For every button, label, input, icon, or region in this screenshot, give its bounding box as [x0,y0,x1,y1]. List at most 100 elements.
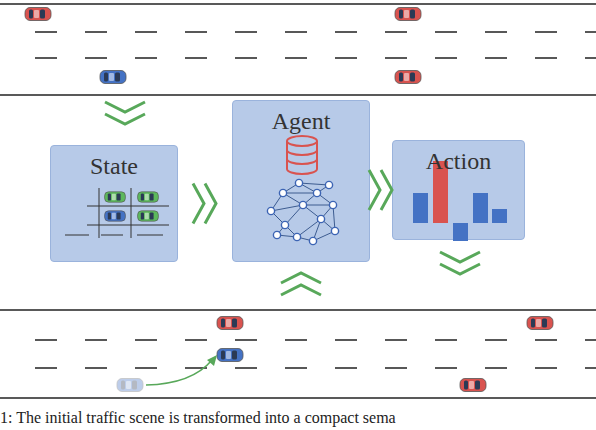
car-rear-window [141,212,144,219]
car-windshield [117,193,121,200]
car-rear-window [141,193,144,200]
lane-change-path [146,360,212,385]
car-windshield [410,10,415,19]
car-roof [536,319,541,327]
car-body [100,71,126,84]
network-link [271,205,303,211]
car-body [395,71,421,84]
flow-connector [369,170,392,210]
car-roof [112,194,116,200]
road-edge [0,309,596,311]
database-rings [287,150,317,164]
car-rear-window [108,212,111,219]
car-body [217,317,243,330]
car-windshield [117,212,121,219]
car-icon [395,8,421,21]
car-rear-window [399,73,403,82]
chevron-stroke [105,114,145,124]
car-rear-window [464,381,468,390]
road-edge [0,3,596,5]
grid-line [131,188,132,238]
car-windshield [150,212,154,219]
box-title: Action [393,147,524,175]
road-edge [0,397,596,399]
lane-marking [35,339,596,341]
database-icon [287,136,317,174]
car-roof [404,10,409,18]
process-box: Agent [232,100,370,262]
car-windshield [410,73,415,82]
network-neuron [293,233,300,240]
car-icon [460,379,486,392]
car-roof [469,381,474,389]
car-windshield [232,351,237,360]
network-neuron [279,189,286,196]
lane-marking [35,367,596,369]
network-neuron [295,179,302,186]
network-neuron [267,207,274,214]
car-roof [145,194,149,200]
chevron-stroke [440,252,480,262]
car-windshield [115,73,120,82]
grid-line [137,235,163,236]
car-body [138,192,159,202]
car-body [395,8,421,21]
car-roof [109,73,114,81]
car-rear-window [108,193,111,200]
flow-chevron [105,102,145,124]
road-edge [0,94,596,96]
chevron-stroke [369,170,380,210]
car-body [117,379,143,392]
car-body [460,379,486,392]
lane-marking [35,57,596,59]
car-windshield [475,381,480,390]
car-rear-window [531,319,535,328]
flow-chevron [281,273,321,295]
grid-line [101,235,123,236]
car-windshield [542,319,547,328]
chevron-stroke [281,285,321,295]
process-box: Action [392,140,525,240]
action-bar [492,209,507,223]
car-icon [217,349,243,362]
flow-chevron [440,252,480,274]
network-neuron [299,201,306,208]
car-body [527,317,553,330]
figure-caption: 1: The initial traffic scene is transfor… [0,408,396,428]
chevron-stroke [193,184,204,224]
car-roof [404,73,409,81]
car-roof [226,319,231,327]
network-neuron [309,237,316,244]
chevron-stroke [440,264,480,274]
network-neuron [329,201,336,208]
car-rear-window [104,73,108,82]
car-body [25,8,51,21]
car-roof [145,213,149,219]
car-icon [395,71,421,84]
car-windshield [232,319,237,328]
car-icon [100,71,126,84]
car-windshield [150,193,154,200]
network-link [283,193,317,194]
box-title: Agent [233,107,369,135]
action-bar [413,193,428,223]
car-icon [138,192,159,202]
car-icon [217,317,243,330]
car-rear-window [121,381,125,390]
process-box: State [50,145,178,262]
car-windshield [40,10,45,19]
car-rear-window [399,10,403,19]
network-neuron [317,215,324,222]
car-windshield [132,381,137,390]
flow-connector [178,184,232,224]
car-icon [105,192,126,202]
car-body [138,211,159,221]
action-bar [473,193,488,223]
network-neuron [331,227,338,234]
box-title: State [51,152,177,180]
car-roof [126,381,131,389]
lane-marking [35,31,596,33]
car-roof [112,213,116,219]
